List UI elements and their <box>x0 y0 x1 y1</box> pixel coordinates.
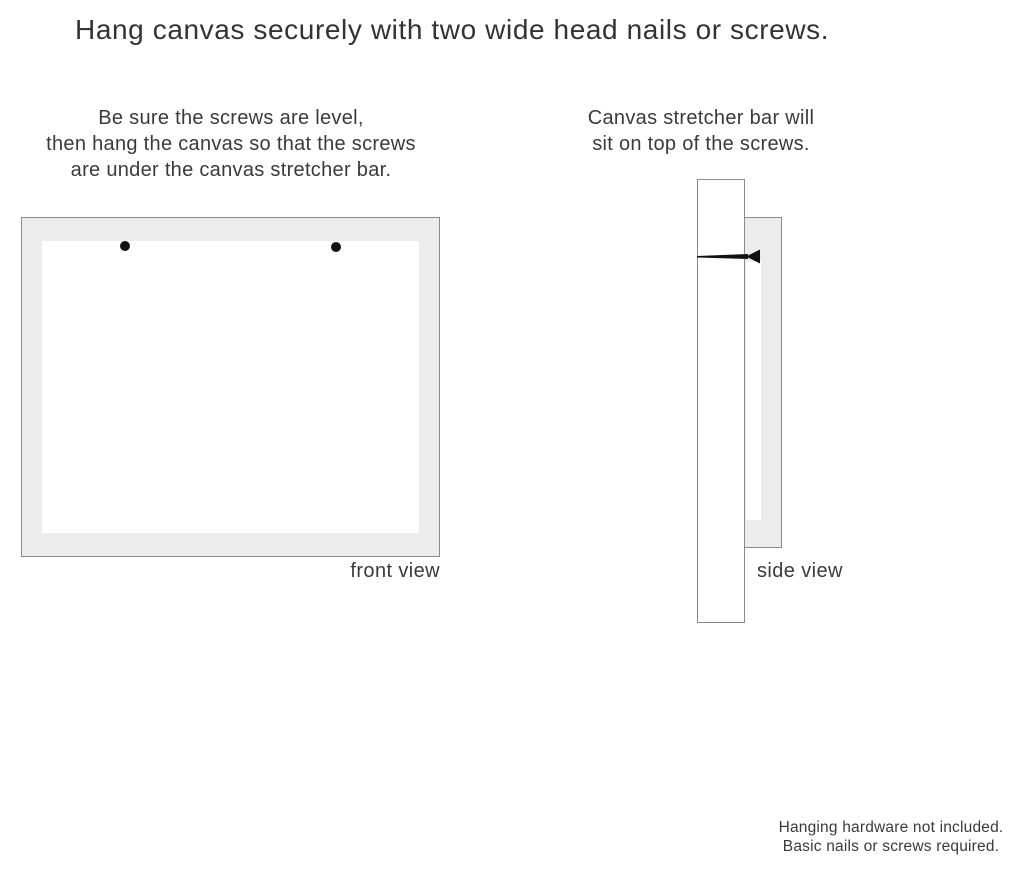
nail-head-right-icon <box>331 242 341 252</box>
footnote-line: Hanging hardware not included. <box>778 819 1004 836</box>
stretcher-bar-side <box>746 262 761 520</box>
page-title: Hang canvas securely with two wide head … <box>75 14 830 45</box>
hardware-footnote: Hanging hardware not included. Basic nai… <box>766 818 1016 856</box>
footnote-line: Basic nails or screws required. <box>782 838 1000 855</box>
side-view-label: side view <box>757 560 843 582</box>
canvas-front-view <box>21 217 440 557</box>
instruction-line: then hang the canvas so that the screws <box>46 133 416 155</box>
front-view-label: front view <box>350 560 440 582</box>
instruction-line: Canvas stretcher bar will <box>587 107 815 129</box>
instruction-line: Be sure the screws are level, <box>98 107 364 129</box>
instruction-line: are under the canvas stretcher bar. <box>70 159 392 181</box>
side-view-instructions: Canvas stretcher bar will sit on top of … <box>551 105 851 157</box>
wall-bar <box>697 179 745 623</box>
nail-head-left-icon <box>120 241 130 251</box>
front-view-instructions: Be sure the screws are level, then hang … <box>20 105 442 183</box>
instruction-line: sit on top of the screws. <box>592 133 810 155</box>
canvas-front-inner-face <box>42 241 419 533</box>
nail-icon <box>697 249 760 264</box>
